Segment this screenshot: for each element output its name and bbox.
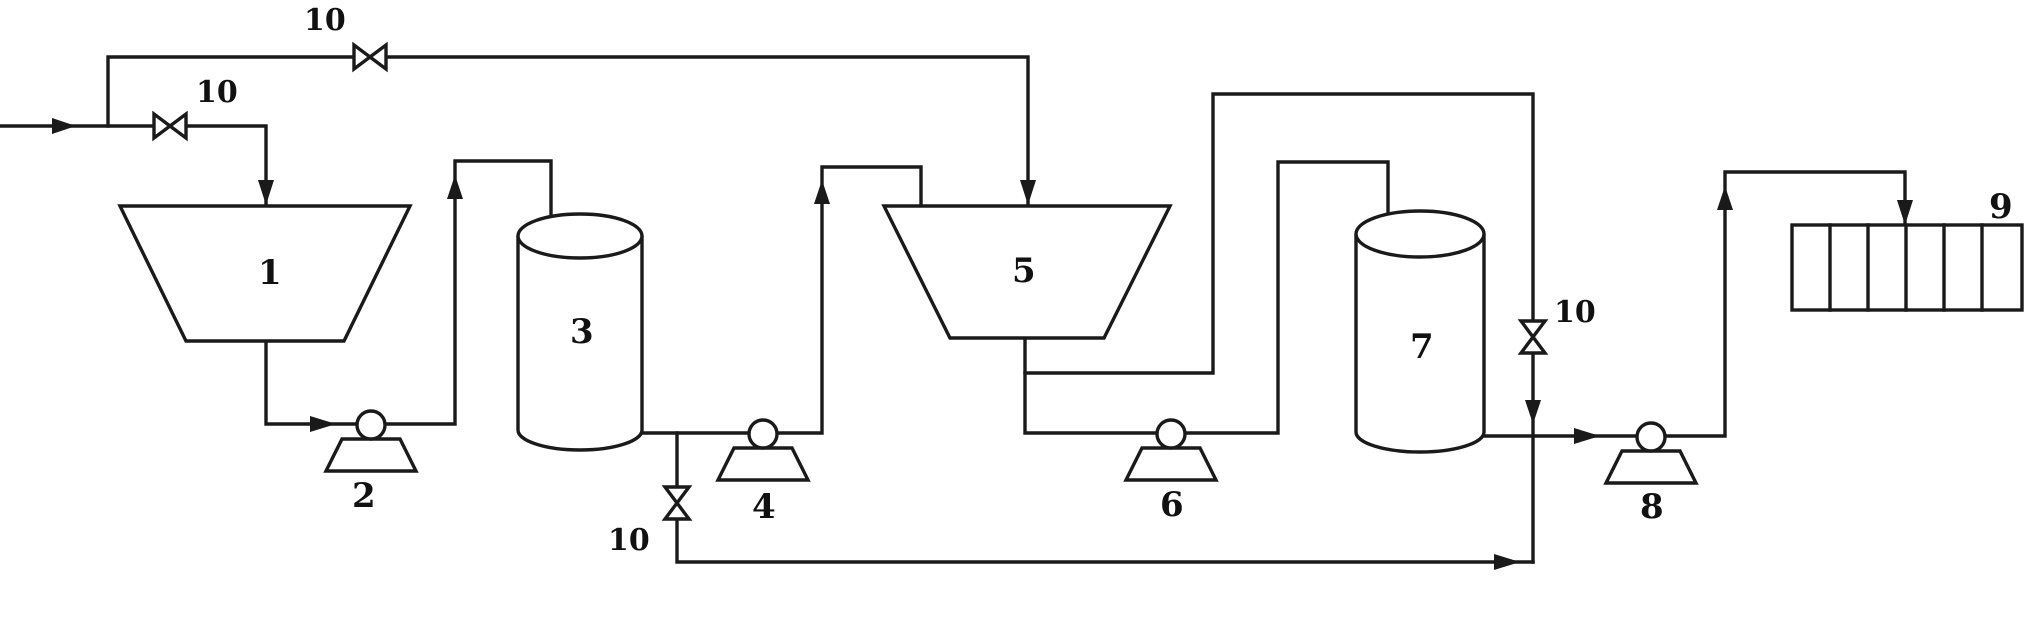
vessel-7 bbox=[1354, 209, 1486, 454]
label-tank-1: 1 bbox=[258, 253, 282, 293]
label-valve-top: 10 bbox=[304, 3, 346, 38]
tank-1 bbox=[117, 204, 413, 343]
arrow-into-5 bbox=[1020, 180, 1036, 205]
arrow-up-9 bbox=[1717, 186, 1733, 210]
label-valve-right: 10 bbox=[1554, 295, 1596, 330]
valve-bottom bbox=[661, 485, 693, 521]
bypass-bottom-pipe bbox=[675, 431, 1535, 564]
label-pump-8: 8 bbox=[1640, 487, 1664, 527]
label-pump-2: 2 bbox=[352, 476, 376, 516]
pipe-2-to-3 bbox=[384, 159, 553, 426]
arrow-bypass bbox=[1494, 554, 1520, 570]
unit-9 bbox=[1790, 223, 2024, 312]
label-valve-bottom: 10 bbox=[608, 523, 650, 558]
overflow-pipe bbox=[1023, 92, 1535, 564]
valve-top bbox=[352, 41, 388, 73]
pipe-5-to-6 bbox=[1023, 338, 1158, 435]
tank-5 bbox=[881, 204, 1173, 340]
arrow-to-pump-8 bbox=[1574, 428, 1600, 444]
label-vessel-7: 7 bbox=[1410, 327, 1434, 367]
pipe-8-to-9 bbox=[1665, 170, 1907, 438]
label-tank-5: 5 bbox=[1012, 251, 1036, 291]
pipe-6-to-7 bbox=[1185, 160, 1390, 435]
pump-2 bbox=[323, 409, 419, 473]
label-unit-9: 9 bbox=[1989, 187, 2013, 227]
arrow-up-3 bbox=[447, 175, 463, 199]
label-pump-6: 6 bbox=[1160, 485, 1184, 525]
vessel-3 bbox=[516, 212, 644, 452]
label-valve-feed: 10 bbox=[196, 75, 238, 110]
pump-4 bbox=[715, 418, 811, 482]
pump-6 bbox=[1123, 418, 1219, 482]
valve-feed bbox=[152, 110, 188, 142]
pump-8 bbox=[1603, 421, 1699, 485]
arrow-down-right bbox=[1525, 400, 1541, 424]
pipe-4-to-5 bbox=[776, 165, 923, 435]
arrow-up-5 bbox=[814, 180, 830, 204]
label-pump-4: 4 bbox=[752, 487, 776, 527]
pipe-1-to-2 bbox=[264, 340, 357, 426]
label-vessel-3: 3 bbox=[570, 312, 594, 352]
arrow-feed bbox=[52, 118, 76, 134]
arrow-into-1 bbox=[258, 180, 274, 205]
valve-right bbox=[1517, 319, 1549, 355]
arrow-into-9 bbox=[1897, 200, 1913, 225]
arrow-to-pump-2 bbox=[310, 416, 336, 432]
